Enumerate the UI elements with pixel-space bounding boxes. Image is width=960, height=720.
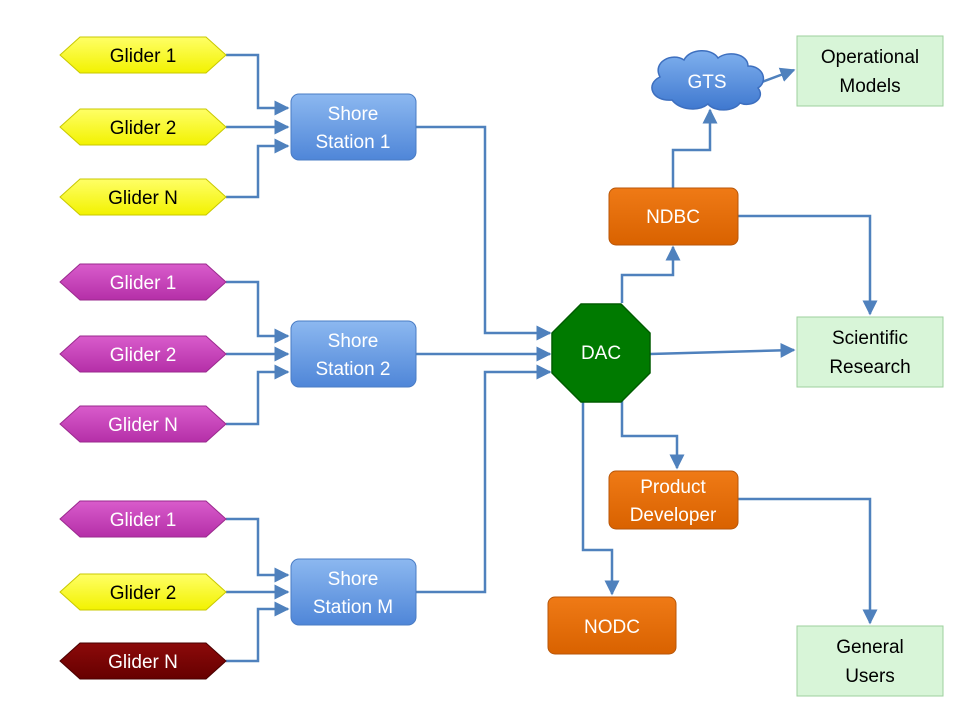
connector-dac-to-scientific-research [649,342,796,358]
shore-station-line2: Station 2 [316,359,391,380]
glider-label: Glider N [108,652,178,673]
connector-dac-to-product-developer [620,400,685,470]
ndbc-node: NDBC [608,187,739,246]
scientific-research-line2: Research [829,357,910,378]
general-users-line2: Users [845,666,895,687]
product-developer-node: Product Developer [608,470,739,530]
connector-product-developer-to-general-users [738,497,878,625]
shore-station-2: Shore Station 2 [290,320,417,388]
glider-node: Glider 2 [59,573,227,611]
ndbc-label: NDBC [646,207,700,228]
glider-label: Glider 1 [110,510,177,531]
shore-station-line2: Station 1 [316,132,391,153]
connector-gliderN-g1-to-shore1 [226,138,290,199]
glider-group-1: Glider 1 Glider 2 Glider N [59,36,227,216]
glider-node: Glider N [59,178,227,216]
general-users-line1: General [836,637,904,658]
operational-models-node: Operational Models [796,35,944,107]
connectors [226,53,878,663]
operational-models-line1: Operational [821,47,919,68]
connector-shoreM-to-dac [416,364,552,594]
glider-node: Glider 2 [59,108,227,146]
connector-glider1-g3-to-shoreM [226,517,290,583]
glider-label: Glider 1 [110,273,177,294]
glider-label: Glider N [108,415,178,436]
dac-label: DAC [581,343,621,364]
glider-label: Glider 1 [110,46,177,67]
nodc-label: NODC [584,617,640,638]
connector-dac-to-nodc [581,398,620,596]
product-developer-line2: Developer [630,505,717,526]
connector-ndbc-to-gts [671,108,718,188]
connector-ndbc-to-scientific-research [738,214,878,316]
connector-shore1-to-dac [416,125,552,341]
connector-gliderN-g2-to-shore2 [226,364,290,426]
glider-node: Glider N [59,642,227,680]
glider-label: Glider 2 [110,118,177,139]
connector-gts-to-operational-models [761,67,796,84]
operational-models-line2: Models [839,76,900,97]
glider-node: Glider 1 [59,36,227,74]
product-developer-line1: Product [640,477,706,498]
glider-group-3: Glider 1 Glider 2 Glider N [59,500,227,680]
glider-node: Glider 1 [59,500,227,538]
gts-cloud-shape [651,50,765,111]
glider-label: Glider 2 [110,583,177,604]
connector-dac-to-ndbc [620,245,681,303]
nodc-node: NODC [547,596,677,655]
connector-glider1-g2-to-shore2 [226,280,290,344]
connector-glider1-g1-to-shore1 [226,53,290,116]
glider-label: Glider N [108,188,178,209]
glider-label: Glider 2 [110,345,177,366]
glider-node: Glider 1 [59,263,227,301]
gts-label: GTS [687,72,726,93]
glider-node: Glider 2 [59,335,227,373]
scientific-research-node: Scientific Research [796,316,944,388]
glider-group-2: Glider 1 Glider 2 Glider N [59,263,227,443]
general-users-node: General Users [796,625,944,697]
shore-station-line2: Station M [313,597,393,618]
scientific-research-line1: Scientific [832,328,908,349]
shore-station-line1: Shore [328,104,379,125]
shore-station-line1: Shore [328,331,379,352]
glider-node: Glider N [59,405,227,443]
shore-station-line1: Shore [328,569,379,590]
gts-cloud-node: GTS [651,50,765,111]
shore-station-m: Shore Station M [290,558,417,626]
connector-gliderN-g3-to-shoreM [226,601,290,663]
shore-station-1: Shore Station 1 [290,93,417,161]
dac-node: DAC [551,303,651,403]
